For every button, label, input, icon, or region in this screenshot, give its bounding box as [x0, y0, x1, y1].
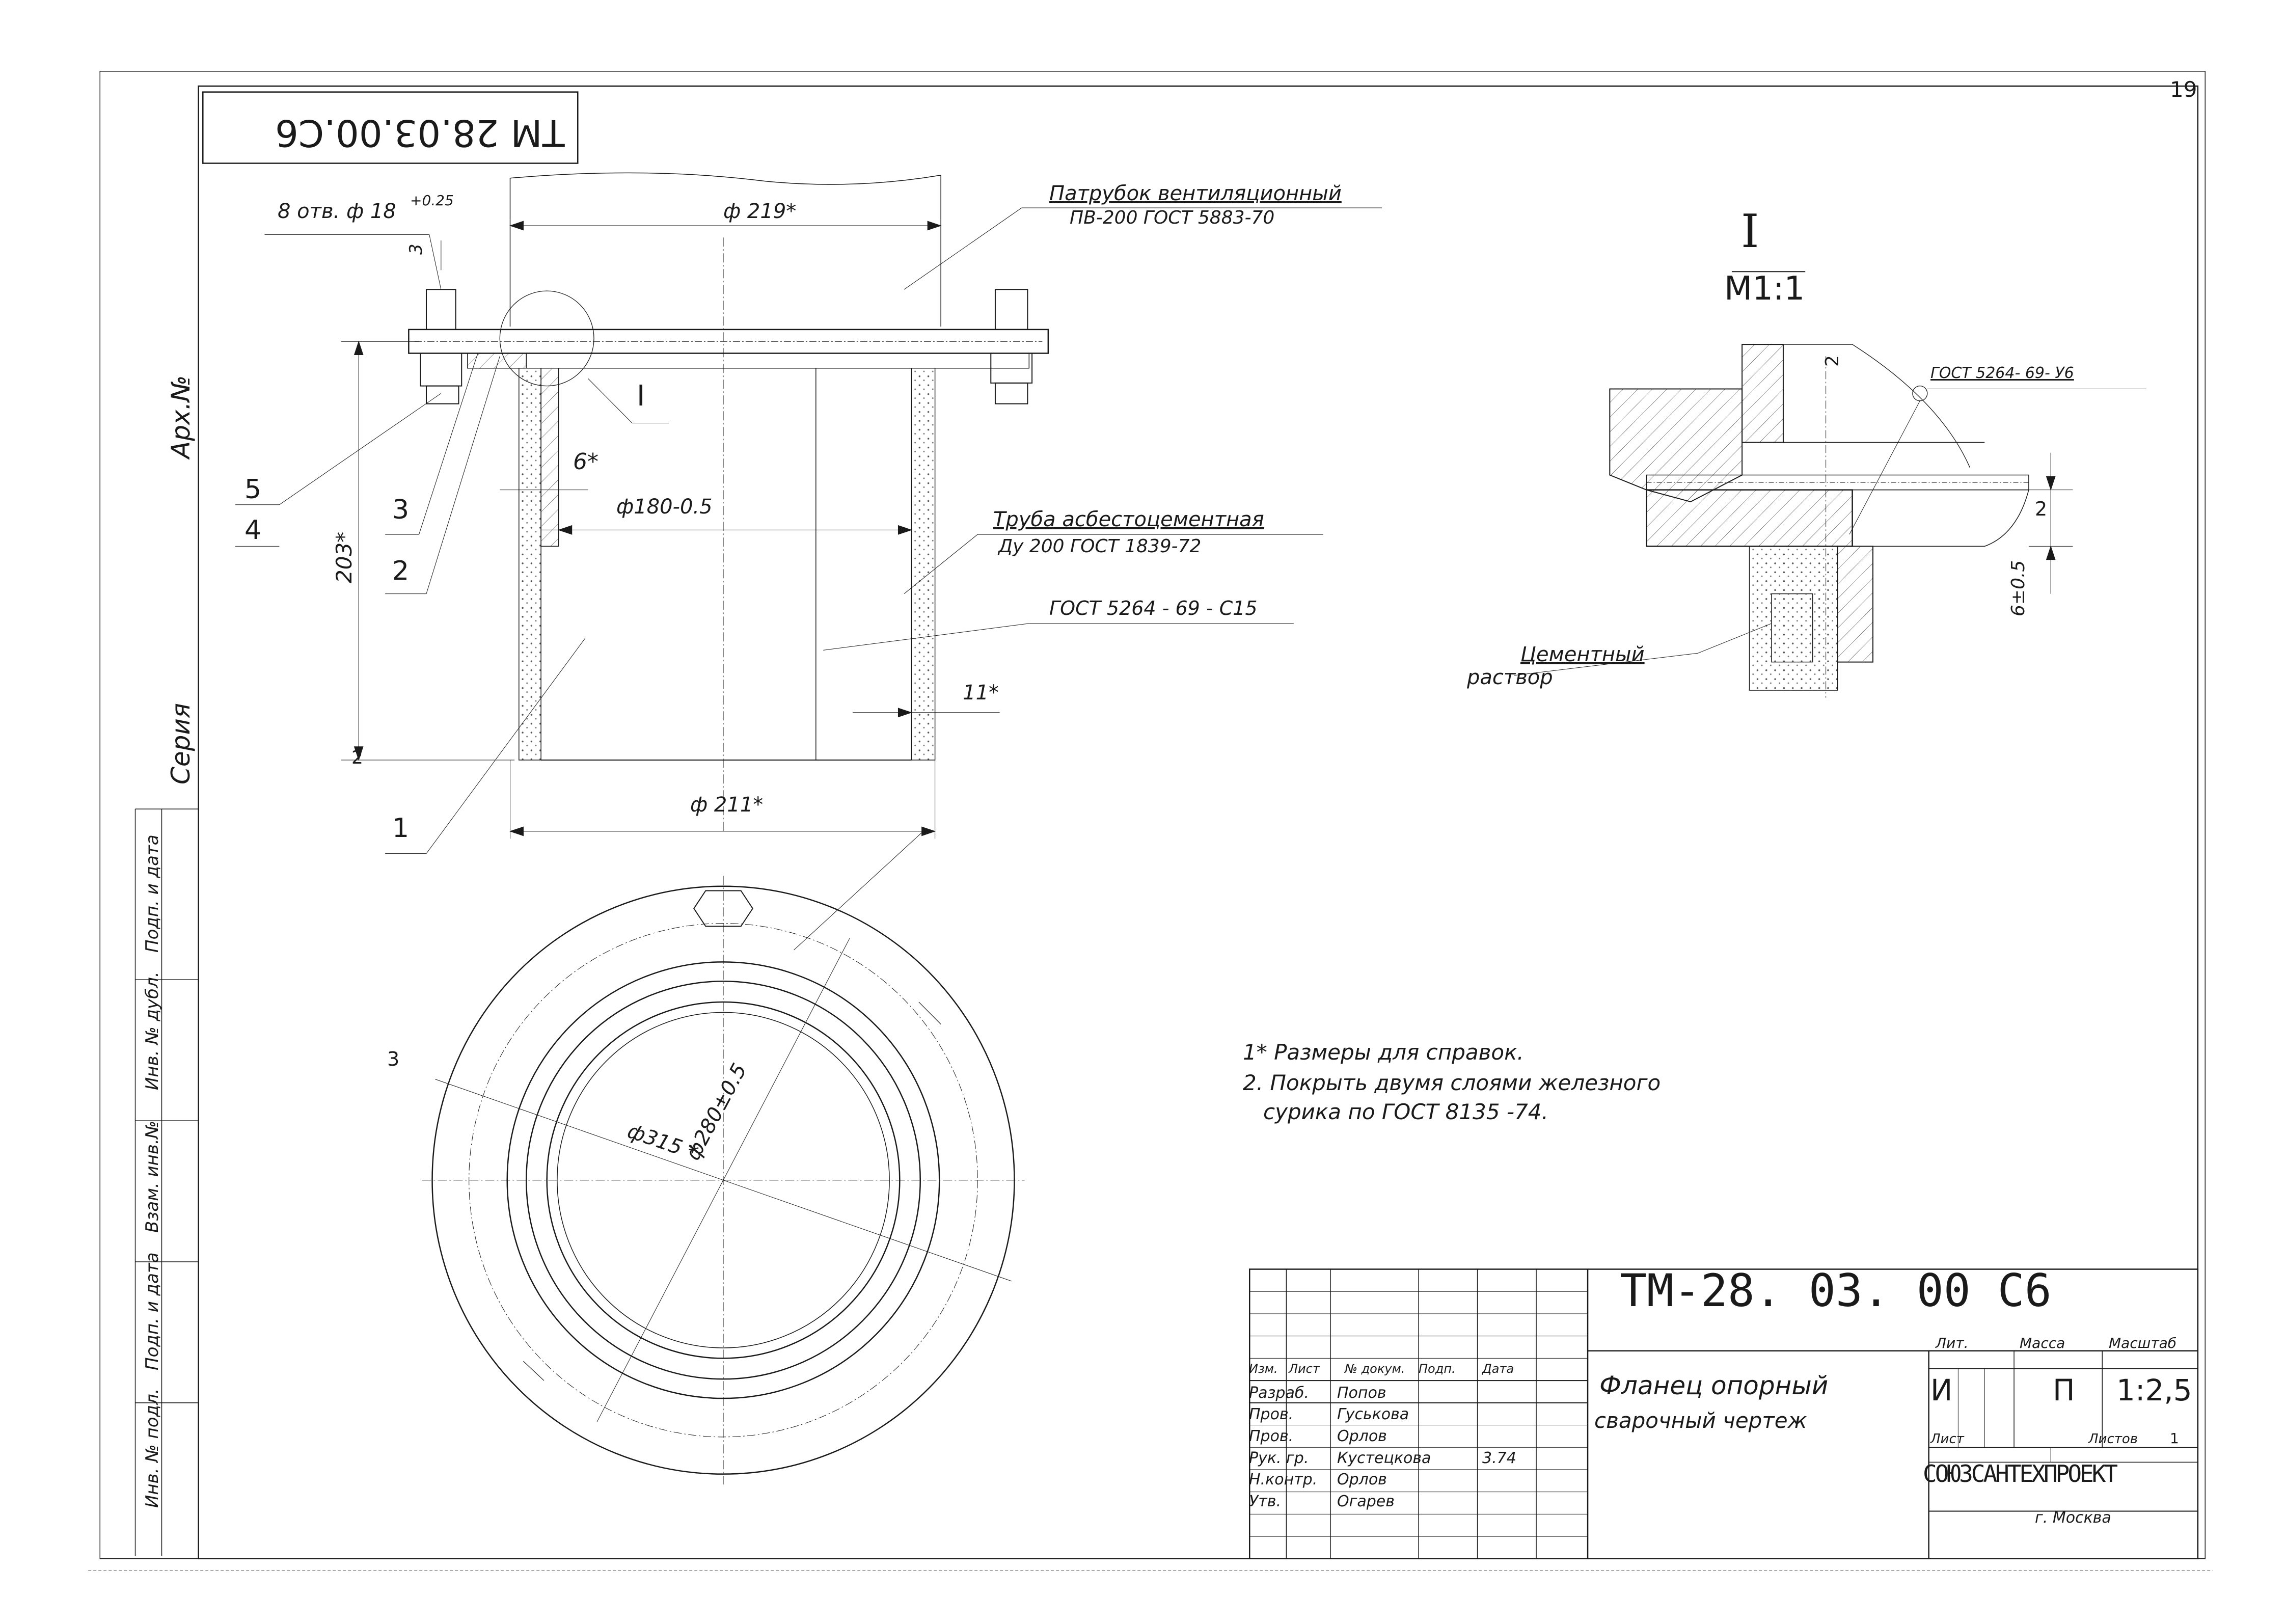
tb-role-1: Разраб.: [1249, 1384, 1309, 1402]
tb-sheets-label: Листов: [2088, 1431, 2138, 1447]
tb-lit-header: Лит.: [1936, 1335, 1969, 1351]
tb-person-5: Орлов: [1337, 1471, 1387, 1488]
detail-scale: М1:1: [1724, 270, 1805, 308]
callout-1: 1: [392, 813, 410, 844]
tb-role-2: Пров.: [1249, 1405, 1294, 1423]
main-view: [235, 173, 1382, 853]
tb-scale-value: 1:2,5: [2116, 1373, 2192, 1408]
detail-roughness-top: 2: [1822, 355, 1843, 367]
tb-mass-value: П: [2053, 1373, 2075, 1408]
callout-2: 2: [392, 556, 410, 586]
plan-view: [422, 831, 1024, 1484]
tb-col-date: Дата: [1482, 1362, 1514, 1376]
side-stamp-cell-5: Инв. № подл.: [142, 1388, 162, 1508]
side-stamp: [135, 809, 199, 1556]
detail-view: [1514, 272, 2146, 697]
title-name-2: сварочный чертеж: [1594, 1408, 1807, 1433]
side-stamp-cell-3: Взам. инв.№: [142, 1120, 162, 1233]
callout-3: 3: [392, 495, 410, 525]
tb-col-list: Лист: [1289, 1362, 1320, 1376]
tb-person-1: Попов: [1337, 1384, 1386, 1402]
sheet-frame: [88, 71, 2213, 1571]
pipe-standard: ПВ-200 ГОСТ 5883-70: [1070, 207, 1275, 228]
side-stamp-cell-1: Подп. и дата: [142, 834, 162, 953]
tb-lit-value: И: [1930, 1373, 1953, 1408]
dim-d211: ф 211*: [690, 793, 764, 817]
tb-role-3: Пров.: [1249, 1427, 1294, 1445]
tb-sheets-value: 1: [2170, 1430, 2179, 1447]
note-1: 1* Размеры для справок.: [1243, 1040, 1524, 1065]
callout-5: 5: [244, 474, 262, 505]
callout-4: 4: [244, 515, 262, 546]
roughness-top: 3: [406, 243, 426, 255]
tb-col-izm: Изм.: [1249, 1362, 1278, 1376]
plan-roughness: 3: [387, 1048, 400, 1070]
note-2: 2. Покрыть двумя слоями железного: [1243, 1070, 1661, 1095]
pipe2-standard: Ду 200 ГОСТ 1839-72: [998, 536, 1202, 557]
mortar-label-2: раствор: [1467, 666, 1553, 689]
page-number: 19: [2170, 77, 2197, 102]
detail-ref-label: I: [637, 380, 645, 413]
detail-dim-6: 6±0.5: [2008, 560, 2029, 616]
corner-stamp-designation: ТМ 28.03.00.С6: [275, 112, 565, 154]
detail-roughness-right: 2: [2035, 498, 2048, 520]
tb-sheet-label: Лист: [1930, 1431, 1964, 1447]
tb-person-6: Огарев: [1337, 1493, 1395, 1510]
tb-mass-header: Масса: [2020, 1335, 2065, 1351]
mortar-label-1: Цементный: [1520, 643, 1645, 666]
tb-sign-date: 3.74: [1482, 1449, 1516, 1467]
title-designation: ТМ-28. 03. 00 С6: [1620, 1264, 2052, 1317]
detail-weld-note: ГОСТ 5264- 69- У6: [1930, 364, 2074, 382]
weld-standard: ГОСТ 5264 - 69 - С15: [1049, 597, 1258, 619]
title-block-lines: [1249, 1269, 2198, 1559]
tb-person-3: Орлов: [1337, 1427, 1387, 1445]
tb-person-4: Кустецкова: [1337, 1449, 1431, 1467]
side-label-series: Серия: [166, 703, 196, 784]
tb-org: СОЮЗСАНТЕХПРОЕКТ: [1923, 1460, 2118, 1487]
tb-col-sign: Подп.: [1419, 1362, 1456, 1376]
dim-6: 6*: [573, 449, 598, 475]
dim-d219: ф 219*: [723, 200, 797, 223]
tb-person-2: Гуськова: [1337, 1405, 1409, 1423]
tb-role-5: Н.контр.: [1249, 1471, 1318, 1488]
detail-title: I: [1741, 205, 1759, 258]
pipe-name: Патрубок вентиляционный: [1049, 182, 1342, 205]
tb-city: г. Москва: [2035, 1509, 2111, 1527]
dim-11: 11*: [963, 681, 999, 705]
note-3: сурика по ГОСТ 8135 -74.: [1263, 1099, 1548, 1124]
side-stamp-cell-2: Инв. № дубл.: [142, 971, 162, 1090]
side-stamp-cell-4: Подп. и дата: [142, 1252, 162, 1370]
tb-scale-header: Масштаб: [2109, 1335, 2177, 1351]
tb-role-6: Утв.: [1249, 1493, 1281, 1510]
roughness-bottom: 2: [351, 747, 363, 768]
corner-stamp-box: [203, 92, 578, 164]
title-name-1: Фланец опорный: [1599, 1371, 1829, 1400]
holes-label: 8 отв. ф 18: [278, 200, 396, 223]
dim-d180: ф180-0.5: [616, 495, 713, 519]
pipe2-name: Труба асбестоцементная: [993, 508, 1264, 531]
side-label-arch: Арх.№: [166, 375, 196, 458]
tb-col-doc: № докум.: [1345, 1362, 1405, 1376]
dim-203: 203*: [332, 531, 357, 583]
holes-tolerance: +0.25: [410, 192, 454, 209]
tb-role-4: Рук. гр.: [1249, 1449, 1309, 1467]
